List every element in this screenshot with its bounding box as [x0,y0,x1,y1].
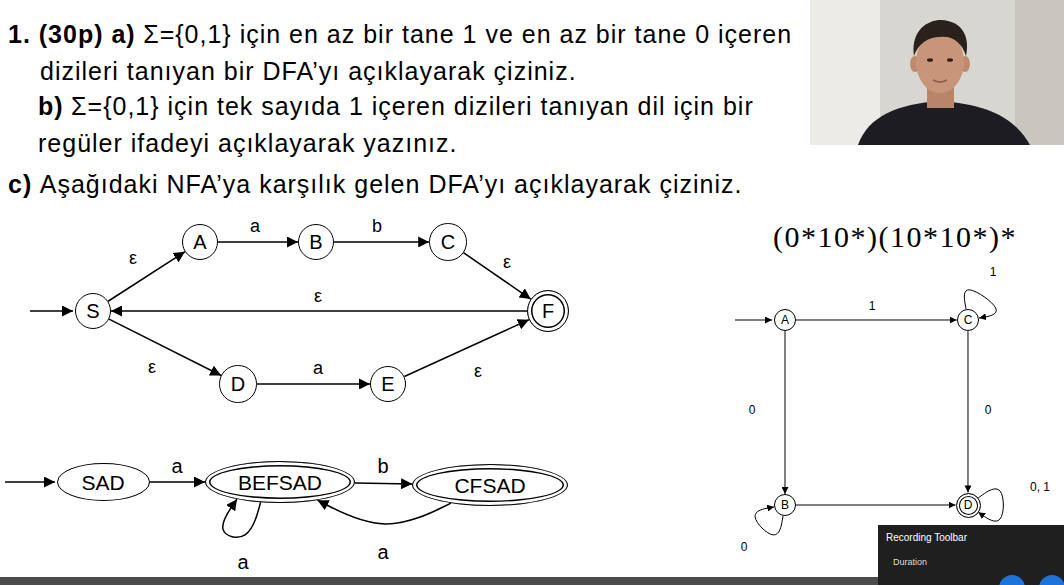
toolbar-label: Duration [893,558,927,567]
transition-label: ε [501,253,513,271]
transition-label: 0 [983,404,994,416]
state-name: CFSAD [454,475,525,496]
dfa-accept-state: D [956,493,981,518]
transition-label: b [375,456,390,476]
question-body: Σ={0,1} için tek sayıda 1 içeren diziler… [38,92,754,157]
transition-arrow [796,505,956,506]
question-body: Aşağıdaki NFA’ya karşılık gelen DFA’yı a… [40,170,743,198]
transition-arrow [111,310,527,312]
question-number: b) [38,92,64,120]
nfa-state: E [370,366,406,402]
question-number: 1. (30p) a) [8,20,136,48]
dfa-accept-state: CFSAD [412,464,568,506]
transition-label: ε [472,362,484,380]
state-name: D [231,374,245,394]
state-name: BEFSAD [238,472,322,493]
start-arrow [735,320,772,321]
nfa-accept-state: F [527,290,569,332]
state-name: C [441,232,455,252]
dfa-state: B [774,494,796,516]
transition-label: 1 [867,300,878,312]
state-name: B [309,232,322,252]
nfa-state: B [298,224,334,260]
transition-arrow [404,320,529,377]
state-name: A [781,314,789,326]
question-body: Σ={0,1} için en az bir tane 1 ve en az b… [40,20,792,85]
transition-label: a [248,217,262,235]
dfa-state: SAD [57,463,150,501]
transition-arrow [978,489,1003,521]
transition-arrow [109,319,221,375]
start-arrow [30,310,73,312]
transition-arrow [796,319,957,320]
transition-label: ε [312,287,324,305]
transition-arrow [334,241,429,243]
dfa-state: C [957,309,980,332]
start-arrows [5,311,772,482]
regular-expression: (0*10*)(10*10*)* [773,222,1017,252]
transition-label: 1 [988,266,999,278]
transition-arrow [108,252,185,301]
transition-label: ε [127,249,139,267]
question-text: c) Aşağıdaki NFA’ya karşılık gelen DFA’yı… [8,166,808,203]
nfa-state: A [182,224,218,260]
state-name: F [542,301,554,321]
transition-arrow [223,499,261,537]
dfa-accept-state: BEFSAD [205,461,355,503]
state-name: D [964,499,973,511]
transition-label: a [235,552,250,572]
transition-arrow [257,383,370,385]
state-name: A [193,232,206,252]
state-name: S [86,301,99,321]
transition-label: 0 [739,541,750,553]
dfa-state: A [774,309,796,331]
transition-label: 0 [747,404,758,416]
transition-arrow [785,331,786,494]
transition-label: 0, 1 [1028,481,1052,493]
transition-arrow [318,500,452,524]
transition-label: a [311,359,325,377]
webcam-image [810,0,1064,145]
nfa-state: C [429,223,467,261]
state-name: B [781,499,789,511]
question-text: 1. (30p) a)Σ={0,1} için en az bir tane 1… [8,16,830,90]
transition-label: a [169,456,184,476]
nfa-start-state: S [75,293,111,329]
state-name: E [381,374,394,394]
transition-label: b [370,217,384,235]
transition-label: a [375,542,390,562]
start-arrow [5,481,55,483]
transition-arrow [150,481,206,483]
transition-label: ε [146,358,158,376]
transition-arrow [355,482,412,484]
transition-arrow [463,253,530,299]
question-number: c) [8,170,32,198]
state-name: C [964,314,973,326]
question-text: b)Σ={0,1} için tek sayıda 1 içeren dizil… [38,88,803,162]
recording-toolbar [878,525,1064,585]
toolbar-title: Recording Toolbar [886,533,967,543]
transition-arrow [218,241,298,243]
nfa-state: D [219,365,257,403]
transition-arrow [967,331,968,492]
state-name: SAD [81,472,124,493]
